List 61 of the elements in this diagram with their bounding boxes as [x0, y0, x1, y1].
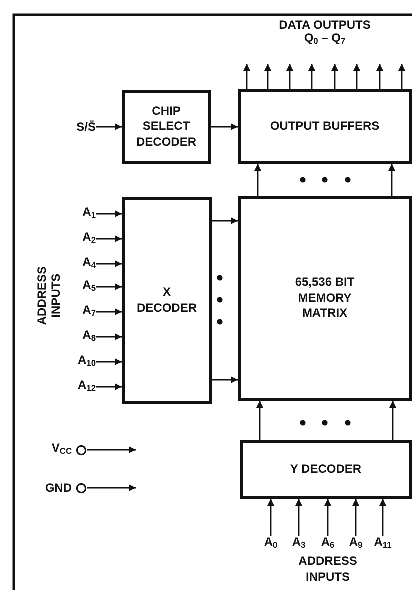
block-label: CHIP SELECT DECODER [135, 104, 198, 150]
arrow [96, 236, 122, 242]
pin-label: A$_{3}$ [292, 534, 306, 553]
arrow [376, 64, 384, 89]
pin-label: A$_{8}$ [82, 327, 96, 346]
pin-label: A$_{10}$ [78, 352, 96, 371]
pin-label: A$_{0}$ [264, 534, 278, 553]
arrow [390, 401, 396, 440]
arrow [332, 64, 338, 89]
pin-label: A$_{11}$ [374, 534, 392, 553]
arrow [96, 284, 122, 290]
pin-group-label: Q$_{0}$ – Q$_{7}$ [303, 32, 347, 48]
arrow [380, 499, 386, 536]
arrow [96, 260, 122, 268]
arrow [286, 64, 294, 89]
pin-label: V$_{CC}$ [52, 440, 72, 459]
pin-group-label: DATA OUTPUTS [278, 19, 372, 32]
arrow [388, 164, 396, 196]
pin-label: A$_{2}$ [82, 229, 96, 248]
block-label: X DECODER [136, 284, 198, 316]
arrow [96, 334, 122, 340]
arrow [87, 446, 136, 454]
pin-label: A$_{1}$ [82, 204, 96, 223]
arrow [96, 384, 122, 390]
arrow [96, 308, 122, 316]
pin-label: A$_{5}$ [82, 277, 96, 296]
arrow [354, 64, 360, 89]
pin-label: GND [45, 480, 72, 496]
pin-label: A$_{9}$ [349, 534, 363, 553]
arrow [352, 499, 360, 536]
decoder-block [122, 90, 211, 164]
decoder-block [122, 197, 212, 404]
arrow [96, 210, 122, 218]
arrow [244, 64, 250, 89]
arrow [211, 124, 238, 130]
arrow [256, 401, 264, 440]
decoder-block [240, 440, 412, 499]
pin-label: A$_{4}$ [82, 254, 96, 273]
pin-group-label: ADDRESS INPUTS [298, 554, 358, 586]
arrow [308, 64, 316, 89]
arrow [96, 124, 122, 130]
arrow [212, 376, 238, 384]
block-label: 65,536 BIT MEMORY MATRIX [294, 275, 356, 322]
arrow [212, 218, 238, 224]
arrow [96, 358, 122, 366]
arrow [87, 484, 136, 492]
pin-label: A$_{12}$ [78, 377, 96, 396]
arrow [296, 499, 302, 536]
buffer-block [238, 89, 412, 164]
arrow [264, 64, 272, 89]
memory-matrix-block [238, 196, 412, 401]
arrow [254, 164, 262, 196]
block-label: Y DECODER [290, 462, 362, 478]
block-label: OUTPUT BUFFERS [270, 118, 380, 134]
pin-group-label: ADDRESS INPUTS [36, 265, 64, 328]
pin-label: S/S̄ [76, 119, 96, 135]
arrow [268, 499, 274, 536]
arrow [398, 64, 406, 89]
pin-label: A$_{7}$ [82, 302, 96, 321]
arrow [324, 499, 332, 536]
pin-label: A$_{6}$ [321, 534, 335, 553]
